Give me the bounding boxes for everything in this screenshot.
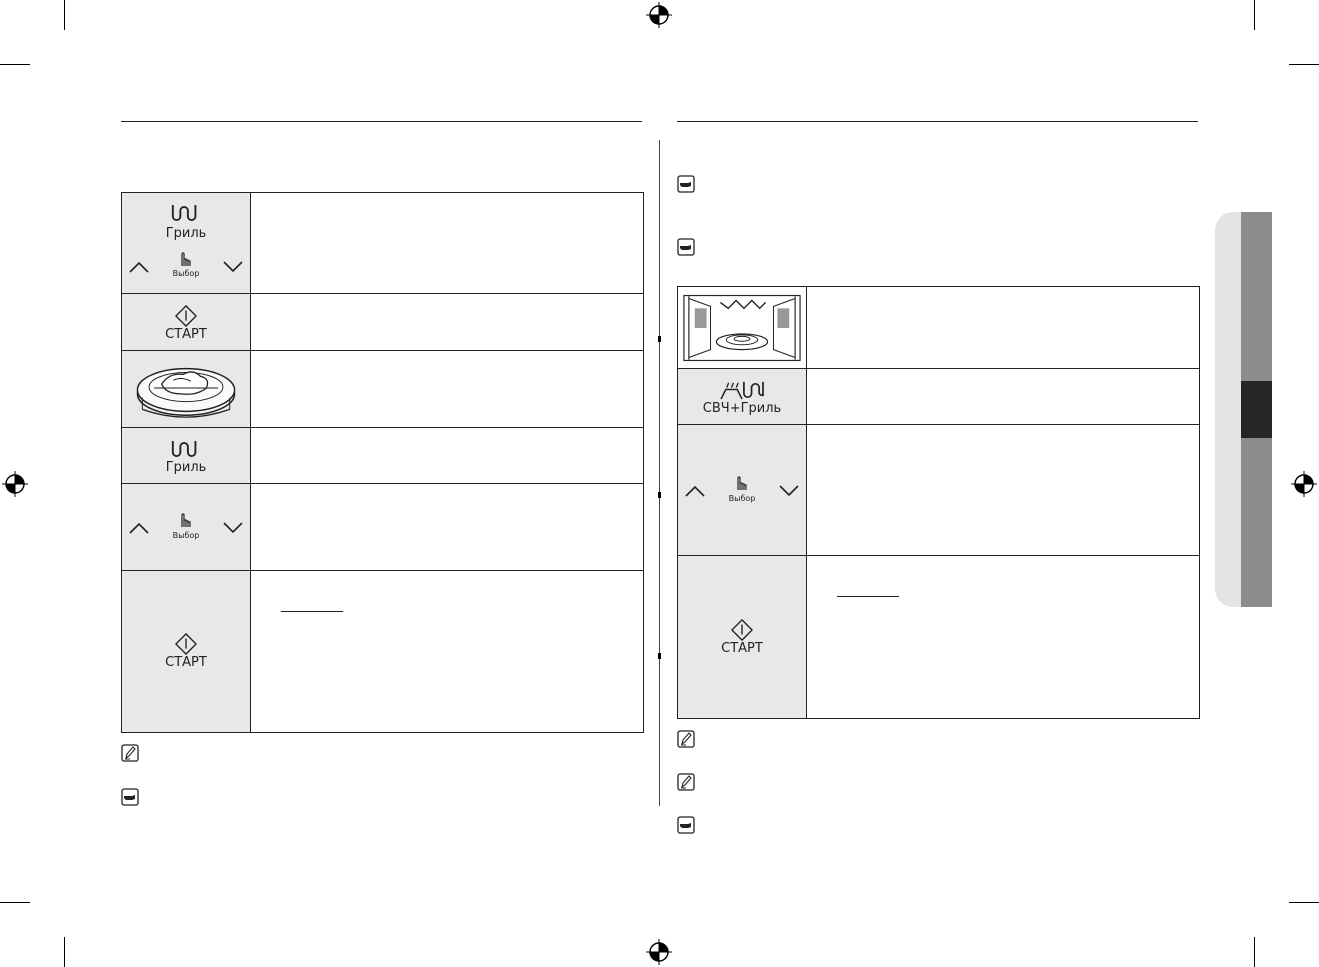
start-icon-cell-1[interactable]: СТАРТ — [121, 293, 251, 351]
right-column-header-rule — [677, 121, 1198, 122]
pointing-hand-icon — [677, 816, 695, 834]
combo-icon-cell[interactable]: СВЧ+Гриль — [677, 368, 807, 425]
grill-text-cell — [250, 427, 644, 484]
chevron-down-icon[interactable] — [222, 521, 244, 535]
turntable-illustration-cell — [121, 350, 251, 428]
start-label: СТАРТ — [165, 655, 207, 670]
grill-icon — [171, 205, 197, 222]
table-row: СВЧ+Гриль — [677, 368, 1200, 425]
start-diamond-icon — [175, 304, 197, 327]
turntable-text-cell — [250, 350, 644, 428]
start-text-cell — [806, 555, 1200, 719]
chevron-up-icon[interactable] — [128, 521, 150, 535]
start-icon-cell-2[interactable]: СТАРТ — [121, 570, 251, 733]
combo-steps-table: СВЧ+Гриль Выбор — [677, 286, 1200, 719]
crop-mark-bottom-left-h — [0, 902, 30, 903]
crop-mark-bottom-left-v — [64, 937, 65, 967]
start-text-cell-1 — [250, 293, 644, 351]
select-label: Выбор — [728, 494, 756, 503]
registration-mark-top-icon — [646, 2, 672, 28]
underline-mark — [281, 611, 343, 612]
combo-label: СВЧ+Гриль — [702, 400, 782, 416]
oven-cavity-cell — [677, 286, 807, 369]
left-column-header-rule — [121, 121, 642, 122]
table-row: Гриль — [121, 427, 644, 484]
grill-icon-cell[interactable]: Гриль — [121, 427, 251, 484]
start-diamond-icon — [731, 618, 753, 641]
underline-mark — [837, 596, 899, 597]
chapter-tab-active-marker — [1241, 381, 1272, 438]
crop-mark-top-left-v — [64, 0, 65, 30]
registration-mark-bottom-icon — [646, 939, 672, 965]
pencil-note-icon — [677, 773, 695, 791]
microwave-grill-combo-icon — [720, 381, 764, 399]
chevron-up-icon[interactable] — [128, 260, 150, 274]
turntable-with-food-illustration — [136, 367, 236, 418]
pointing-finger-icon[interactable] — [178, 251, 194, 267]
divider-tick-3 — [658, 653, 661, 659]
pencil-note-icon — [121, 744, 139, 762]
select-icon-cell: Выбор — [677, 424, 807, 556]
table-row: Гриль Выбор — [121, 192, 644, 294]
chapter-tab-background — [1215, 212, 1245, 607]
start-icon-cell[interactable]: СТАРТ — [677, 555, 807, 719]
grill-label: Гриль — [165, 226, 207, 241]
pointing-hand-icon — [677, 238, 695, 256]
combo-text-cell — [806, 368, 1200, 425]
table-row: СТАРТ — [121, 293, 644, 351]
grill-select-text-cell — [250, 192, 644, 294]
start-diamond-icon — [175, 633, 197, 655]
grill-icon — [171, 440, 197, 457]
crop-mark-bottom-right-h — [1289, 902, 1319, 903]
crop-mark-top-right-v — [1254, 0, 1255, 30]
pencil-note-icon — [677, 730, 695, 748]
select-icon-cell: Выбор — [121, 483, 251, 571]
divider-tick-2 — [658, 492, 661, 498]
divider-tick-1 — [658, 336, 661, 342]
table-row: Выбор — [121, 483, 644, 571]
grill-select-icon-cell: Гриль Выбор — [121, 192, 251, 294]
grill-label: Гриль — [165, 459, 207, 475]
pointing-hand-icon — [677, 175, 695, 193]
pointing-hand-icon — [121, 788, 139, 806]
registration-mark-left-icon — [2, 471, 28, 497]
table-row: СТАРТ — [677, 555, 1200, 719]
select-label: Выбор — [172, 531, 200, 540]
select-text-cell — [806, 424, 1200, 556]
crop-mark-bottom-right-v — [1254, 937, 1255, 967]
column-divider — [659, 140, 660, 806]
registration-mark-right-icon — [1291, 471, 1317, 497]
table-row — [121, 350, 644, 428]
chevron-down-icon[interactable] — [222, 260, 244, 274]
oven-cavity-illustration — [683, 294, 801, 361]
grill-steps-table: Гриль Выбор СТАРТ — [121, 192, 644, 733]
chevron-down-icon[interactable] — [778, 484, 800, 498]
table-row — [677, 286, 1200, 369]
table-row: Выбор — [677, 424, 1200, 556]
pointing-finger-icon[interactable] — [178, 512, 194, 528]
oven-cavity-text-cell — [806, 286, 1200, 369]
table-row: СТАРТ — [121, 570, 644, 733]
select-text-cell — [250, 483, 644, 571]
start-text-cell-2 — [250, 570, 644, 733]
chevron-up-icon[interactable] — [684, 484, 706, 498]
pointing-finger-icon[interactable] — [734, 475, 750, 491]
crop-mark-top-left-h — [0, 64, 30, 65]
select-label: Выбор — [172, 269, 200, 278]
start-label: СТАРТ — [721, 640, 763, 656]
crop-mark-top-right-h — [1289, 64, 1319, 65]
start-label: СТАРТ — [165, 326, 207, 342]
